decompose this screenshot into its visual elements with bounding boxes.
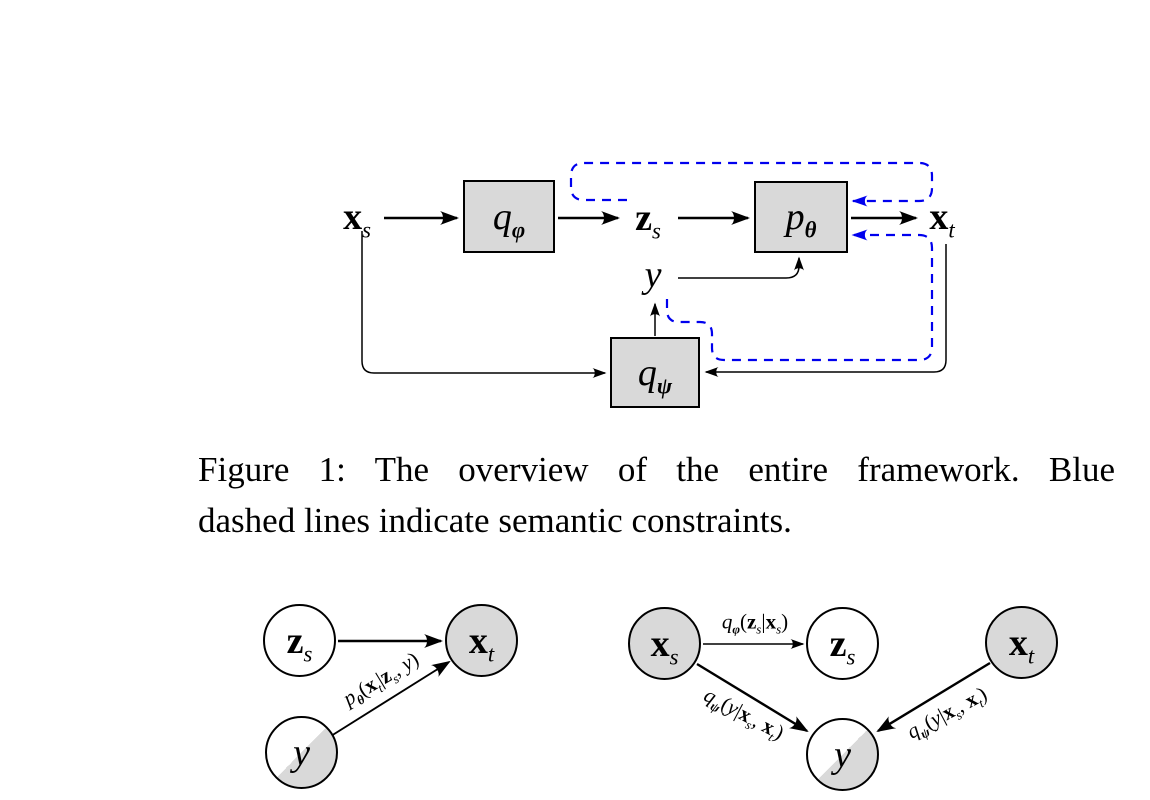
figure-caption: Figure 1: The overview of the entire fra… <box>198 444 1115 546</box>
qphi-block-label: qφ <box>492 195 526 243</box>
constraint-y-to-ptheta <box>665 229 934 362</box>
node-label-y: y <box>644 254 662 296</box>
edge-xs-to-y <box>696 662 809 733</box>
node-label-xs: xs <box>343 196 371 243</box>
ptheta-block-label: pθ <box>785 196 817 243</box>
classifier-block-qpsi: qψ <box>610 337 700 408</box>
gen-node-xt-label: xt <box>468 619 495 667</box>
gen-node-zs: zs <box>263 604 336 677</box>
edge-y-to-xt <box>330 660 451 737</box>
arrow-y-to-ptheta <box>678 256 804 279</box>
qpsi-block-label: qψ <box>637 351 673 399</box>
encoder-block-qphi: qφ <box>463 180 555 253</box>
inf-node-zs-label: zs <box>829 622 856 670</box>
inf-node-y-label: y <box>834 733 851 776</box>
caption-line-1: Figure 1: The overview of the entire fra… <box>198 450 1115 489</box>
node-label-zs: zs <box>635 197 661 244</box>
inf-node-xt: xt <box>985 606 1058 679</box>
inf-node-y: y <box>806 718 879 791</box>
gen-node-zs-label: zs <box>286 619 313 667</box>
constraint-zs-to-ptheta <box>569 161 934 207</box>
caption-line-2: dashed lines indicate semantic constrain… <box>198 501 792 540</box>
gen-node-xt: xt <box>445 604 518 677</box>
gen-node-y: y <box>265 716 338 789</box>
inf-edge-label-qphi: qφ(zs|xs) <box>721 609 789 637</box>
decoder-block-ptheta: pθ <box>754 181 848 253</box>
inf-node-xs-label: xs <box>650 622 679 670</box>
edge-xt-to-y <box>876 661 991 733</box>
inf-node-xs: xs <box>628 607 701 680</box>
inf-node-xt-label: xt <box>1008 621 1035 669</box>
arrow-xs-to-qpsi <box>361 231 607 378</box>
node-label-xt: xt <box>929 196 955 243</box>
gen-node-y-label: y <box>293 731 310 774</box>
arrow-xt-to-qpsi <box>704 244 947 377</box>
inf-node-zs: zs <box>806 607 879 680</box>
